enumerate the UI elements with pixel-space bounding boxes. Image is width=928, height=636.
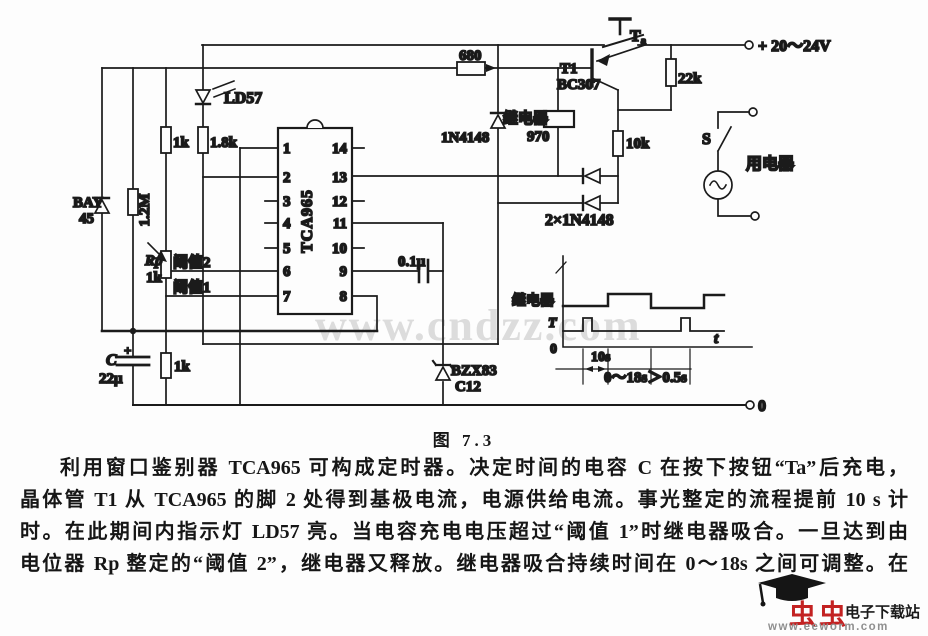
load-branch: S 用电器	[701, 107, 796, 221]
waveform-t-label: T	[548, 316, 558, 331]
cap-c-label: C	[106, 352, 117, 369]
pot-rp-label: Rp	[144, 253, 163, 269]
center-watermark: www.cndzz.com	[315, 301, 642, 350]
capacitor-01u: 0.1μ	[397, 253, 430, 284]
svg-text:13: 13	[332, 170, 347, 186]
resistor-1m2-label: 1.2M	[137, 194, 153, 227]
svg-text:4: 4	[283, 216, 291, 232]
svg-text:3: 3	[283, 194, 291, 210]
zener-num-label: C12	[455, 379, 481, 395]
relay-label: 继电器	[503, 109, 549, 127]
load-label: 用电器	[746, 154, 795, 173]
wires	[100, 44, 747, 406]
resistor-1k-bottom-label: 1k	[174, 359, 191, 375]
transistor-t1: T1 BC307	[556, 43, 647, 94]
zener-label: BZX83	[451, 363, 497, 379]
paragraph-line: 时。在此期间内指示灯 LD57 亮。当电容充电电压超过“阈值 1”时继电器吸合。…	[20, 521, 908, 543]
svg-text:9: 9	[340, 264, 348, 280]
svg-text:8: 8	[340, 289, 348, 305]
ic-tca965: TCA965 1 2 3 4 5 6 7 14 13 12 11 10 9 8	[264, 119, 365, 316]
waveform-10s-label: 10s	[591, 350, 611, 365]
switch-label: S	[702, 131, 711, 148]
waveform-xaxis-label: t	[714, 331, 719, 347]
svg-text:5: 5	[283, 241, 291, 257]
body-paragraph: 利用窗口鉴别器 TCA965 可构成定时器。决定时间的电容 C 在按下按钮“Ta…	[20, 452, 908, 580]
ground-terminal: 0	[745, 397, 767, 416]
ta-button-label: Ta	[630, 28, 647, 47]
ground-label: 0	[758, 398, 766, 415]
resistor-1k-top-label: 1k	[173, 135, 190, 151]
resistor-22k: 22k	[665, 58, 703, 88]
pot-value-label: 1k	[146, 270, 163, 286]
resistor-10k: 10k	[612, 130, 651, 157]
resistor-1m2: 1.2M	[127, 188, 154, 227]
resistor-680-label: 680	[459, 48, 482, 64]
svg-text:10: 10	[332, 241, 347, 257]
cap-c-polarity: +	[124, 343, 131, 358]
diode-bay45-label: BAY	[73, 195, 103, 211]
t1-ref-label: T1	[560, 61, 578, 77]
circuit-schematic: Ta + 20～24V T1 BC307 680	[72, 17, 832, 416]
cap-01u-label: 0.1μ	[398, 254, 426, 270]
logo-bug-characters: 虫虫	[789, 600, 849, 630]
resistor-1k-bottom: 1k	[160, 352, 191, 379]
capacitor-c: C + 22μ	[98, 342, 151, 388]
led-label: LD57	[224, 90, 262, 107]
svg-text:1: 1	[283, 141, 291, 157]
cap-c-value-label: 22μ	[99, 371, 123, 387]
paragraph-line: 电位器 Rp 整定的“阈值 2”，继电器又释放。继电器吸合持续时间在 0～18s…	[20, 553, 908, 575]
waveform-range-label: 0～18s＞0.5s	[604, 370, 687, 386]
logo-site-url: www.eeworm.com	[768, 621, 889, 633]
resistor-1k8-label: 1.8k	[210, 135, 238, 151]
svg-text:11: 11	[333, 216, 347, 232]
ta-button: Ta	[601, 17, 648, 49]
threshold1-label: 阈值1	[173, 278, 211, 296]
svg-text:2: 2	[283, 170, 291, 186]
flyback-diode-1n4148: 1N4148	[440, 111, 507, 147]
threshold2-label: 阈值2	[173, 253, 211, 271]
diode-bay45-num-label: 45	[79, 211, 94, 227]
relay-coil: 继电器 970	[502, 108, 576, 146]
t1-type-label: BC307	[557, 77, 601, 93]
graduation-cap-icon	[758, 574, 826, 607]
svg-text:12: 12	[332, 194, 347, 210]
supply-terminal: + 20～24V	[744, 37, 832, 56]
potentiometer-rp: Rp 1k 阈值2 阈值1	[143, 241, 211, 297]
paragraph-line: 利用窗口鉴别器 TCA965 可构成定时器。决定时间的电容 C 在按下按钮“Ta…	[60, 457, 908, 479]
ic-name-label: TCA965	[299, 189, 316, 253]
svg-text:14: 14	[332, 141, 348, 157]
svg-text:6: 6	[283, 264, 291, 280]
zener-bzx83: BZX83 C12	[431, 359, 498, 396]
waveform-origin-label: 0	[550, 342, 557, 357]
waveform-plot: 继电器 T 0 10s t 0～18s＞0.5s	[511, 255, 753, 387]
relay-number-label: 970	[527, 129, 550, 145]
figure-caption: 图 7.3	[432, 431, 496, 450]
resistor-1k-top: 1k	[160, 126, 190, 154]
diode-bay45: BAY 45	[72, 194, 111, 228]
resistor-10k-label: 10k	[626, 136, 650, 152]
svg-text:7: 7	[283, 289, 291, 305]
supply-voltage-label: + 20～24V	[758, 38, 831, 55]
series-diodes-2x1n4148: 2×1N4148	[544, 167, 615, 230]
paragraph-line: 晶体管 T1 从 TCA965 的脚 2 处得到基极电流，电源供给电流。事光整定…	[20, 489, 908, 511]
flyback-diode-label: 1N4148	[441, 130, 489, 146]
led-ld57: LD57	[194, 80, 263, 108]
resistor-22k-label: 22k	[678, 71, 702, 87]
resistor-1k8: 1.8k	[197, 126, 239, 154]
resistor-680: 680	[456, 47, 496, 76]
waveform-relay-label: 继电器	[512, 292, 555, 309]
series-diodes-label: 2×1N4148	[545, 212, 614, 229]
logo-site-name: 电子下载站	[845, 604, 921, 621]
ic-pin-numbers: 1 2 3 4 5 6 7 14 13 12 11 10 9 8	[282, 140, 348, 306]
